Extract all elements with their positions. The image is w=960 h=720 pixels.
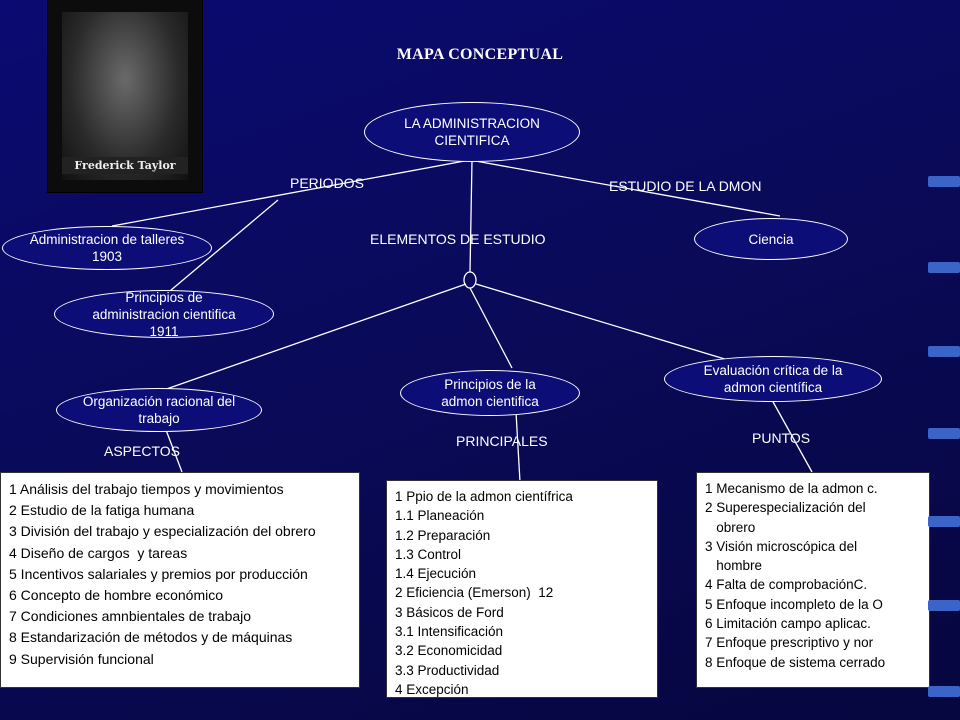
list-item: 7 Condiciones amnbientales de trabajo — [9, 608, 252, 625]
connector-junction-principios — [469, 287, 513, 369]
node-organizacion: Organización racional del trabajo — [56, 388, 262, 432]
connector-root-talleres — [111, 159, 471, 227]
label-periodos: PERIODOS — [290, 175, 364, 191]
label-elementos: ELEMENTOS DE ESTUDIO — [370, 231, 546, 247]
list-item: 8 Estandarización de métodos y de máquin… — [9, 629, 293, 646]
list-item: 1.4 Ejecución — [395, 566, 477, 582]
decorative-bar — [928, 346, 960, 357]
list-item: 1 Ppio de la admon científrica — [395, 489, 573, 504]
connector-principios-box — [515, 411, 521, 483]
portrait-image — [62, 12, 188, 180]
connector-root-ciencia — [469, 159, 781, 217]
list-principales: 1 Ppio de la admon científrica 1.1 Plane… — [386, 480, 658, 698]
list-puntos-items: 1 Mecanismo de la admon c. 2 Superespeci… — [705, 479, 923, 672]
list-aspectos-items: 1 Análisis del trabajo tiempos y movimie… — [9, 479, 353, 670]
list-item: 9 Supervisión funcional — [9, 650, 154, 667]
node-root: LA ADMINISTRACION CIENTIFICA — [364, 102, 580, 162]
list-item: 1 Análisis del trabajo tiempos y movimie… — [9, 481, 284, 497]
node-talleres: Administracion de talleres 1903 — [2, 226, 212, 270]
connector-organizacion-box — [165, 429, 183, 473]
decorative-bar — [928, 262, 960, 273]
list-item: 3 División del trabajo y especialización… — [9, 523, 316, 540]
list-item: 2 Eficiencia (Emerson) 12 — [395, 585, 554, 601]
list-item: 6 Concepto de hombre económico — [9, 587, 224, 604]
portrait-caption: Frederick Taylor — [62, 157, 188, 174]
list-item: 5 Incentivos salariales y premios por pr… — [9, 565, 308, 582]
list-item: 3.2 Economicidad — [395, 643, 503, 659]
list-item: 4 Excepción — [395, 681, 469, 697]
connector-evaluacion-box — [771, 399, 813, 473]
list-item: 4 Diseño de cargos y tareas — [9, 544, 188, 561]
node-principios-1911: Principios de administracion cientifica … — [54, 290, 274, 339]
connector-root-junction — [469, 159, 473, 273]
list-item: 8 Enfoque de sistema cerrado — [705, 654, 886, 670]
page-title: MAPA CONCEPTUAL — [396, 46, 564, 63]
portrait-photo: Frederick Taylor — [48, 0, 202, 192]
list-item: 3.3 Productividad — [395, 662, 500, 678]
node-ciencia: Ciencia — [694, 218, 848, 260]
list-item: 3 Visión microscópica del — [705, 538, 858, 554]
decorative-bar — [928, 428, 960, 439]
list-aspectos: 1 Análisis del trabajo tiempos y movimie… — [0, 472, 360, 688]
node-principios-admon: Principios de la admon cientifica — [400, 370, 580, 416]
label-principales: PRINCIPALES — [456, 433, 548, 449]
decorative-bar — [928, 176, 960, 187]
list-item: 7 Enfoque prescriptivo y nor — [705, 635, 874, 651]
decorative-bar — [928, 600, 960, 611]
decorative-bar — [928, 516, 960, 527]
list-puntos: 1 Mecanismo de la admon c. 2 Superespeci… — [696, 472, 930, 688]
list-item: 1.1 Planeación — [395, 508, 485, 524]
list-item: 4 Falta de comprobaciónC. — [705, 577, 868, 593]
list-item: 1 Mecanismo de la admon c. — [705, 481, 878, 496]
list-item: 6 Limitación campo aplicac. — [705, 616, 871, 632]
junction-node — [463, 271, 477, 289]
list-item: 2 Estudio de la fatiga humana — [9, 502, 195, 519]
list-item: 1.3 Control — [395, 546, 462, 562]
list-principales-items: 1 Ppio de la admon científrica 1.1 Plane… — [395, 487, 651, 699]
list-item: 5 Enfoque incompleto de la O — [705, 596, 883, 612]
label-aspectos: ASPECTOS — [104, 443, 180, 459]
label-estudio: ESTUDIO DE LA DMON — [609, 178, 762, 194]
connector-principios1911 — [163, 199, 279, 297]
label-puntos: PUNTOS — [752, 430, 811, 446]
decorative-bar — [928, 686, 960, 697]
list-item: 3.1 Intensificación — [395, 624, 504, 640]
connector-junction-evaluacion — [475, 283, 729, 361]
list-item: 1.2 Preparación — [395, 527, 491, 543]
node-evaluacion: Evaluación crítica de la admon científic… — [664, 356, 882, 402]
list-item: 2 Superespecialización del — [705, 500, 866, 516]
connector-junction-organizacion — [157, 283, 467, 393]
list-item: hombre — [705, 558, 763, 574]
list-item: obrero — [705, 519, 756, 535]
list-item: 3 Básicos de Ford — [395, 604, 504, 620]
